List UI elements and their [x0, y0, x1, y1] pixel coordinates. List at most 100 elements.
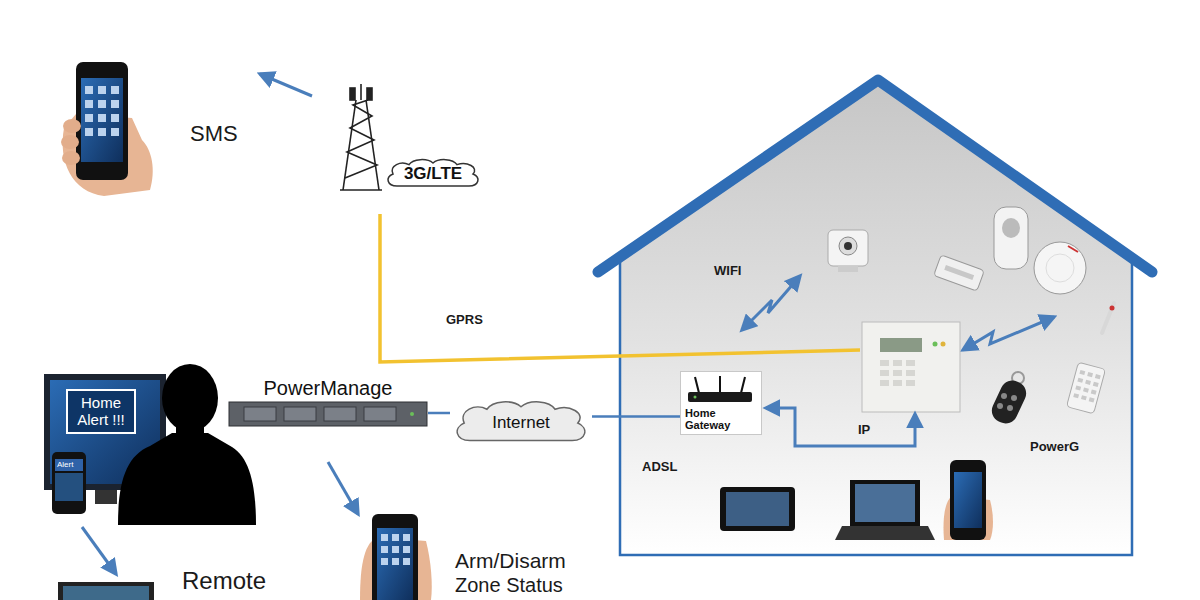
- alert-screen: Home Alert !!!: [66, 389, 136, 434]
- phone-in-hand: [63, 119, 81, 133]
- phone-in-hand: [62, 151, 80, 165]
- tablet: [720, 487, 795, 531]
- operator-silhouette: [118, 433, 256, 525]
- phone-in-hand: [403, 546, 410, 553]
- phone-in-hand: [76, 62, 128, 180]
- link-label: IP: [858, 423, 870, 438]
- phone-in-hand: [85, 100, 93, 108]
- phone-in-hand: [98, 114, 106, 122]
- laptop: [850, 480, 920, 526]
- phone-in-hand: [85, 114, 93, 122]
- phone-in-hand: [381, 534, 388, 541]
- control-panel: [893, 380, 902, 386]
- ip-camera: [844, 242, 852, 250]
- network-badge: 3G/LTE: [383, 157, 483, 191]
- router-icon: [688, 392, 752, 402]
- keypad: [1093, 382, 1099, 387]
- wifi-link: [742, 276, 800, 330]
- control-panel: [893, 360, 902, 366]
- keypad: [1091, 390, 1097, 395]
- keypad: [1095, 374, 1101, 379]
- cell-tower: [345, 100, 377, 178]
- cell-tower: [367, 88, 372, 100]
- ip-camera: [828, 230, 868, 272]
- key-fob: [988, 372, 1030, 427]
- laptop: [835, 480, 935, 540]
- router-icon: [719, 376, 721, 393]
- keypad: [1075, 385, 1081, 390]
- node-text: 3G/LTE: [383, 157, 483, 191]
- operator-silhouette: [118, 364, 256, 525]
- phone-in-hand: [943, 460, 993, 540]
- phone-in-hand: [98, 100, 106, 108]
- phone-in-hand: [392, 546, 399, 553]
- keypad: [1081, 395, 1087, 400]
- phone-in-hand: [381, 534, 410, 565]
- node-text: Internet: [450, 398, 592, 448]
- sms-arrow: [260, 74, 312, 96]
- house-outline: [620, 82, 1132, 555]
- phone-in-hand: [392, 558, 399, 565]
- control-panel: [906, 380, 915, 386]
- motion-sensor: [1002, 218, 1020, 238]
- control-panel: [880, 370, 889, 376]
- smoke-sensor: [1034, 242, 1086, 294]
- phone-in-hand: [392, 534, 399, 541]
- node-text: Home Gateway: [685, 407, 743, 431]
- key-fob: [988, 377, 1030, 428]
- keypad: [1079, 370, 1085, 375]
- motion-sensor: [994, 207, 1028, 269]
- gprs-link: [380, 214, 860, 362]
- keypad: [1085, 380, 1091, 385]
- phone-in-hand: [85, 86, 119, 136]
- key-fob: [997, 403, 1003, 409]
- smoke-sensor: [1034, 242, 1086, 294]
- control-panel: [880, 360, 889, 366]
- phone-in-hand: [85, 86, 93, 94]
- operator-silhouette: [162, 364, 218, 432]
- phone-in-hand: [85, 128, 93, 136]
- door-sensor: [934, 255, 985, 291]
- key-fob: [1011, 395, 1017, 401]
- keypad: [1067, 362, 1106, 414]
- motion-sensor: [994, 207, 1028, 269]
- phone-in-hand: [61, 135, 79, 149]
- control-panel: [862, 322, 960, 412]
- control-panel: [941, 342, 946, 347]
- server-rack: [284, 407, 316, 421]
- link-label: PowerG: [1030, 440, 1079, 455]
- caption-label: Arm/Disarm: [455, 549, 566, 573]
- server-rack: [244, 407, 276, 421]
- cloud-node: Internet: [450, 398, 592, 448]
- door-sensor: [944, 265, 974, 280]
- link-label: ADSL: [642, 460, 677, 475]
- tablet: [726, 492, 789, 526]
- server-box: PowerManage: [228, 376, 428, 428]
- router-icon: [741, 377, 745, 393]
- phone-in-hand: [372, 514, 418, 600]
- powerg-link: [963, 317, 1054, 350]
- glass-sensor: [1102, 303, 1114, 333]
- phone-in-hand: [360, 514, 432, 600]
- remote-laptop: [58, 582, 154, 600]
- caption-label: Zone Status: [455, 574, 563, 597]
- laptop: [835, 526, 935, 540]
- key-fob: [1001, 393, 1007, 399]
- tablet: [720, 487, 795, 531]
- ip-camera: [838, 266, 858, 272]
- door-sensor: [934, 255, 985, 291]
- remote-laptop: [63, 586, 149, 600]
- network-link: [428, 412, 450, 415]
- remote-laptop: [58, 582, 154, 600]
- control-panel: [893, 370, 902, 376]
- key-fob: [1007, 405, 1013, 411]
- router-icon: [685, 375, 755, 405]
- phone-in-hand: [98, 128, 106, 136]
- keypad: [1073, 370, 1101, 402]
- phone-in-hand: [111, 114, 119, 122]
- keypad: [1077, 378, 1083, 383]
- glass-sensor: [1110, 306, 1115, 311]
